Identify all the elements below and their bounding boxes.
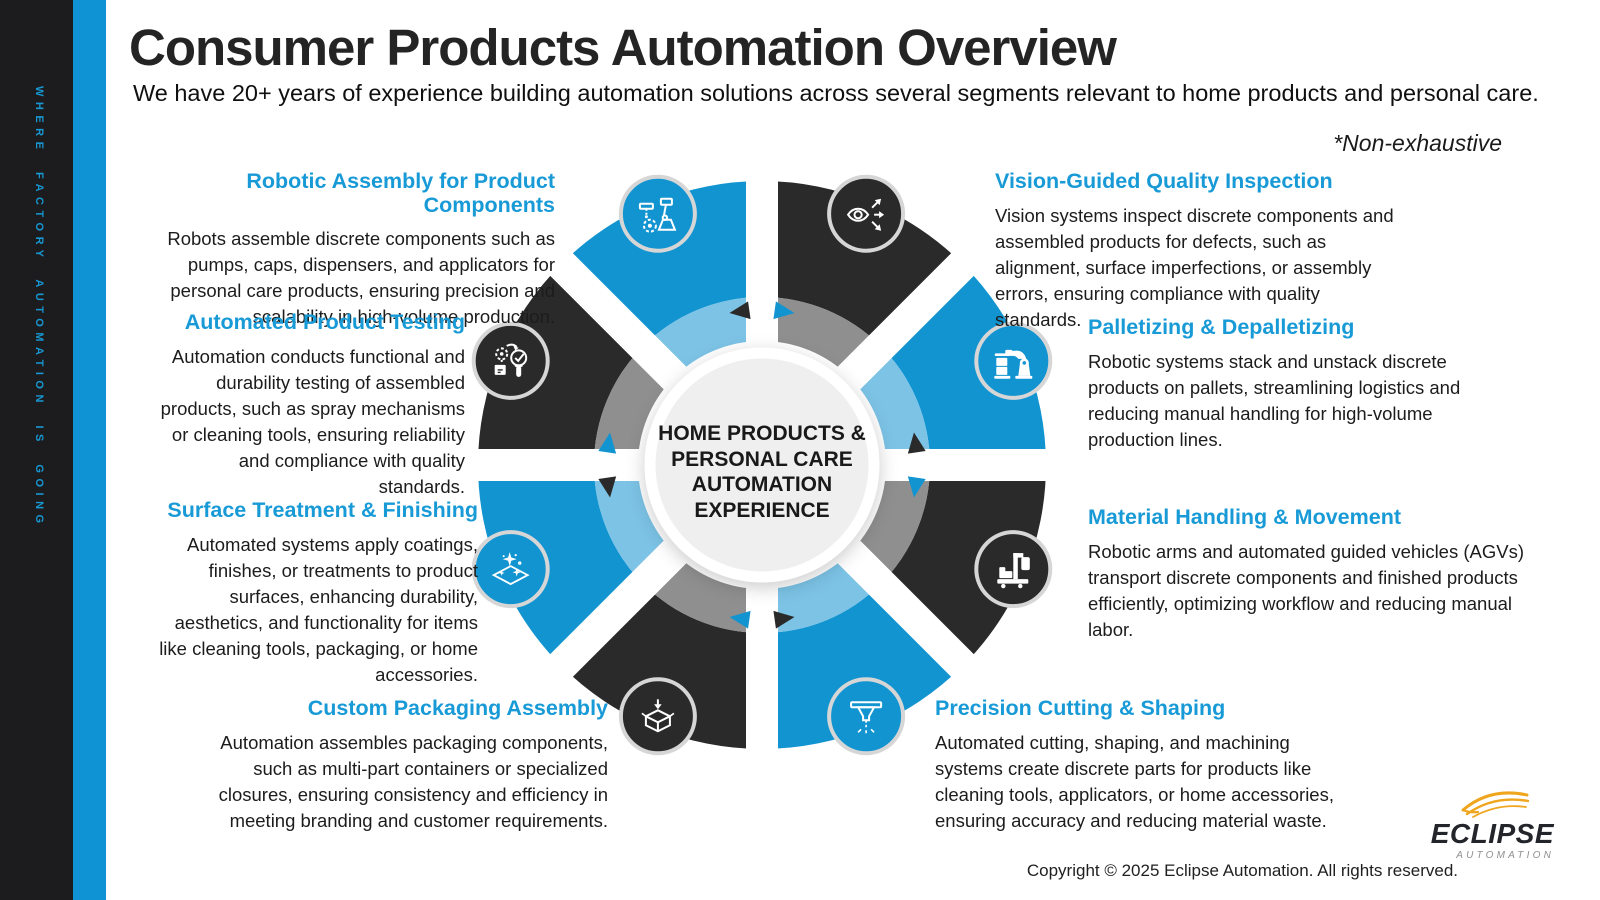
flow-arrow <box>598 476 617 498</box>
flow-arrow <box>598 432 617 454</box>
section-body: Robotic arms and automated guided vehicl… <box>1088 540 1524 640</box>
center-line: PERSONAL CARE <box>671 447 853 471</box>
sidebar: WHERE FACTORY AUTOMATION IS GOING <box>0 0 73 900</box>
non-exhaustive-note: *Non-exhaustive <box>1333 130 1502 156</box>
section-surface-treatment: Surface Treatment & Finishing Automated … <box>155 498 478 688</box>
section-material-handling: Material Handling & Movement Robotic arm… <box>1088 505 1540 643</box>
vision-inspection-icon <box>827 174 906 253</box>
eclipse-logo-wordmark: ECLIPSE <box>1430 818 1554 849</box>
section-product-testing: Automated Product Testing Automation con… <box>150 310 465 500</box>
flow-arrow <box>729 610 751 629</box>
section-title: Automated Product Testing <box>184 310 465 334</box>
section-precision-cutting: Precision Cutting & Shaping Automated cu… <box>935 696 1357 834</box>
section-title: Material Handling & Movement <box>1088 505 1401 529</box>
sidebar-accent-stripe <box>73 0 106 900</box>
wheel-center-label: HOME PRODUCTS & PERSONAL CARE AUTOMATION… <box>642 352 882 592</box>
precision-cutting-icon <box>827 677 906 756</box>
section-body: Automation assembles packaging component… <box>218 731 608 831</box>
material-handling-icon <box>974 530 1053 609</box>
page-title: Consumer Products Automation Overview <box>129 19 1117 76</box>
page-subtitle: We have 20+ years of experience building… <box>133 80 1539 106</box>
section-title: Custom Packaging Assembly <box>307 696 608 720</box>
flow-arrow <box>773 610 795 629</box>
copyright-text: Copyright © 2025 Eclipse Automation. All… <box>1026 861 1458 880</box>
section-palletizing: Palletizing & Depalletizing Robotic syst… <box>1088 315 1480 453</box>
section-robotic-assembly: Robotic Assembly for Product Components … <box>160 169 555 330</box>
section-title: Precision Cutting & Shaping <box>935 696 1226 720</box>
section-body: Automation conducts functional and durab… <box>160 345 465 497</box>
flow-arrow <box>907 476 926 498</box>
section-vision-inspection: Vision-Guided Quality Inspection Vision … <box>995 169 1407 333</box>
section-title: Vision-Guided Quality Inspection <box>995 169 1333 193</box>
center-line: HOME PRODUCTS & <box>658 422 866 445</box>
center-line: EXPERIENCE <box>694 498 830 522</box>
robotic-assembly-icon <box>618 174 697 253</box>
center-line: AUTOMATION <box>691 473 833 496</box>
surface-treatment-icon <box>471 530 550 609</box>
section-title: Palletizing & Depalletizing <box>1088 315 1355 339</box>
automation-wheel <box>442 145 1082 785</box>
flow-arrow <box>729 301 751 320</box>
section-title: Surface Treatment & Finishing <box>167 498 478 522</box>
section-body: Robots assemble discrete components such… <box>167 228 555 328</box>
palletizing-icon <box>974 321 1053 400</box>
section-custom-packaging: Custom Packaging Assembly Automation ass… <box>186 696 608 834</box>
eclipse-logo-subtext: AUTOMATION <box>1456 850 1554 861</box>
section-body: Robotic systems stack and unstack discre… <box>1088 350 1461 450</box>
section-body: Automated cutting, shaping, and machinin… <box>935 731 1334 831</box>
center-circle <box>644 347 880 583</box>
eclipse-logo: ECLIPSE AUTOMATION <box>1414 786 1554 861</box>
eclipse-logo-swoosh-icon <box>1461 791 1530 818</box>
flow-arrow <box>907 432 926 454</box>
section-body: Vision systems inspect discrete componen… <box>995 204 1394 330</box>
sidebar-vertical-text: WHERE FACTORY AUTOMATION IS GOING <box>33 86 45 529</box>
section-body: Automated systems apply coatings, finish… <box>159 533 478 685</box>
flow-arrow <box>773 301 795 320</box>
section-title: Robotic Assembly for Product Components <box>246 169 555 217</box>
product-testing-icon <box>471 321 550 400</box>
packaging-icon <box>618 677 697 756</box>
